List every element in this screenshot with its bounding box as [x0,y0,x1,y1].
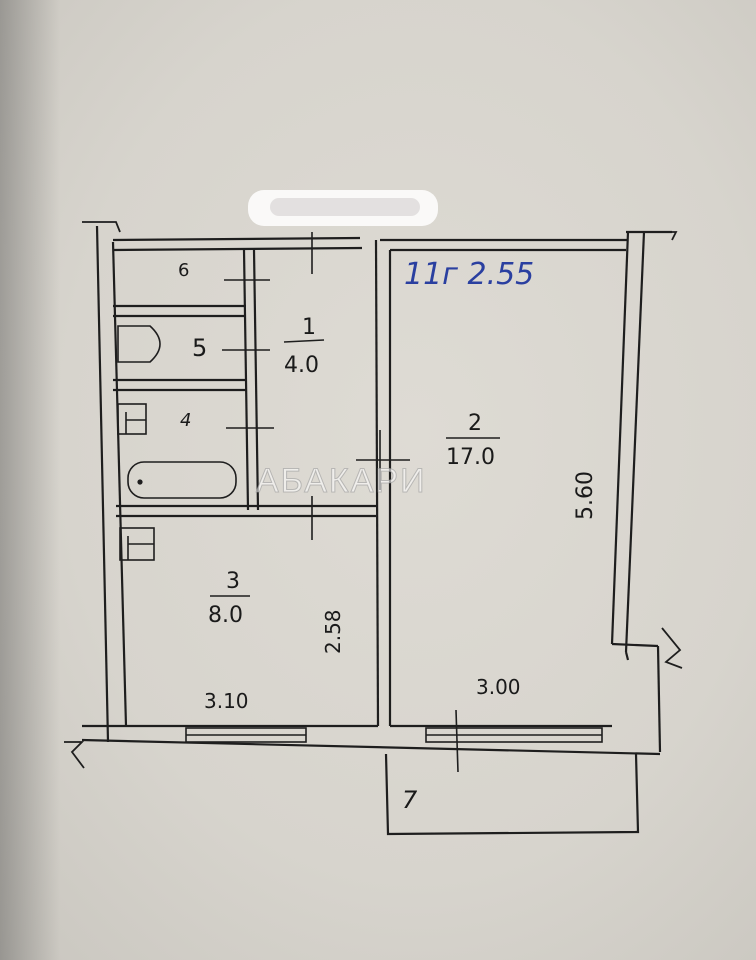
door-marks [222,232,410,540]
room-2-width-dimension: 3.00 [476,675,521,699]
room-3-number: 3 [226,569,240,594]
room-2-area: 17.0 [446,445,495,470]
bathroom-partitions [113,249,376,518]
room-3-width-dimension: 3.10 [204,689,249,713]
room-3-length-dimension: 2.58 [321,609,345,654]
redacted-label [248,190,438,226]
outer-wall [81,225,672,756]
room-2-length-dimension: 5.60 [573,471,598,520]
room-1-label: 1 4.0 [283,315,325,378]
balcony-outline [384,753,640,836]
photo-shadow [0,0,60,960]
room-6-number: 6 [178,260,189,281]
bathtub-4 [127,461,237,499]
wall-break-marks [64,221,683,769]
stove-3 [119,527,155,561]
room-3-label: 3 8.0 [208,569,250,628]
room-2-label: 2 17.0 [446,411,500,470]
watermark-text: АБАКАРИ [256,462,427,500]
room-3-area: 8.0 [208,603,243,628]
toilet-4 [117,403,147,435]
room-4-number: 4 [180,410,191,431]
handwritten-note: 11г 2.55 [404,257,534,292]
window-marks [185,709,603,773]
bathtub-5 [117,325,161,363]
room-5-number: 5 [192,334,207,362]
room-7-number: 7 [402,786,418,814]
room-2-number: 2 [468,411,482,436]
room-1-area: 4.0 [284,353,319,378]
room-1-number: 1 [302,315,316,340]
